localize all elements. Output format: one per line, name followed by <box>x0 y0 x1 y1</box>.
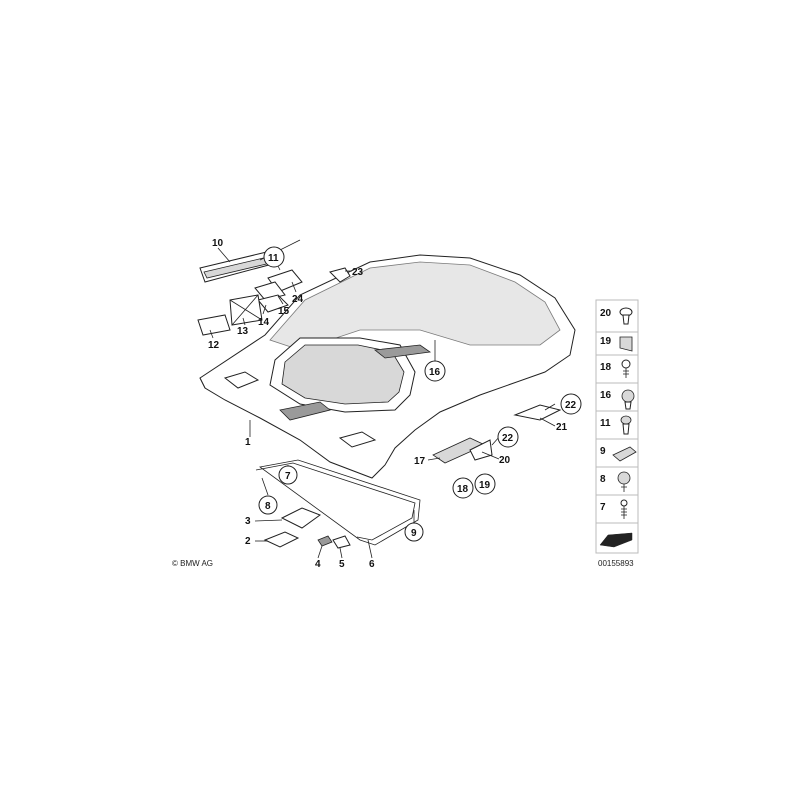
part-2-shape <box>263 531 300 548</box>
callout-18: 18 <box>457 484 469 495</box>
callout-8: 8 <box>265 501 271 512</box>
legend-cell-8 <box>595 466 639 496</box>
expanding-rivet-icon <box>621 389 635 410</box>
callout-2: 2 <box>245 536 251 547</box>
callout-11-circle <box>263 246 285 268</box>
callout-11: 11 <box>268 253 279 264</box>
clip-icon <box>619 307 633 325</box>
leader-lines <box>209 247 556 559</box>
legend-label-7: 7 <box>600 502 606 513</box>
callout-19: 19 <box>479 480 491 491</box>
callout-15: 15 <box>278 306 290 317</box>
callout-14: 14 <box>258 317 270 328</box>
part-5-shape <box>332 535 351 549</box>
callout-22b-circle <box>497 426 519 448</box>
pad-icon <box>619 336 633 352</box>
legend-label-9: 9 <box>600 446 606 457</box>
callout-9-circle <box>404 522 424 542</box>
callout-16: 16 <box>429 367 441 378</box>
legend-cell-7 <box>595 494 639 524</box>
copyright-text: © BMW AG <box>172 559 213 568</box>
callout-4: 4 <box>315 559 321 570</box>
callout-1: 1 <box>245 437 251 448</box>
callout-10: 10 <box>212 238 224 249</box>
callout-24: 24 <box>292 294 304 305</box>
callout-21: 21 <box>556 422 568 433</box>
fastener-legend: 20 19 18 16 11 9 8 7 <box>595 299 639 568</box>
speed-nut-icon <box>612 446 637 462</box>
legend-label-18: 18 <box>600 362 612 373</box>
seal-part <box>255 459 421 546</box>
tapping-screw-icon <box>620 499 628 519</box>
callout-20: 20 <box>499 455 511 466</box>
callout-22a-circle <box>560 393 582 415</box>
legend-label-16: 16 <box>600 390 612 401</box>
callout-22a: 22 <box>565 400 577 411</box>
part-3-shape <box>280 507 322 529</box>
part-20-shape <box>469 439 493 461</box>
legend-label-11: 11 <box>600 418 611 429</box>
callout-23: 23 <box>352 267 364 278</box>
callout-18-circle <box>452 477 474 499</box>
washer-screw-icon <box>617 471 631 492</box>
callout-8-circle <box>258 495 278 515</box>
legend-label-19: 19 <box>600 336 612 347</box>
legend-label-20: 20 <box>600 308 612 319</box>
callouts: 1 2 3 4 5 6 7 8 9 10 11 12 13 14 15 24 2… <box>208 238 582 570</box>
callout-3: 3 <box>245 516 251 527</box>
drawing-number: 00155893 <box>598 559 634 568</box>
push-rivet-icon <box>620 415 632 435</box>
arrow-icon <box>599 532 633 548</box>
callout-6: 6 <box>369 559 375 570</box>
callout-9: 9 <box>411 528 417 539</box>
callout-7: 7 <box>285 471 291 482</box>
callout-16-circle <box>424 360 446 382</box>
callout-5: 5 <box>339 559 345 570</box>
part-21-shape <box>513 404 562 421</box>
callout-22b: 22 <box>502 433 514 444</box>
screw-icon <box>621 359 631 378</box>
callout-13: 13 <box>237 326 249 337</box>
callout-7-circle <box>278 465 298 485</box>
part-4-shape <box>317 535 333 547</box>
callout-12: 12 <box>208 340 220 351</box>
callout-19-circle <box>474 473 496 495</box>
callout-17: 17 <box>414 456 426 467</box>
headliner-part <box>199 254 576 479</box>
legend-label-8: 8 <box>600 474 606 485</box>
part-23-shape <box>329 267 351 283</box>
legend-cell-18 <box>595 354 639 384</box>
